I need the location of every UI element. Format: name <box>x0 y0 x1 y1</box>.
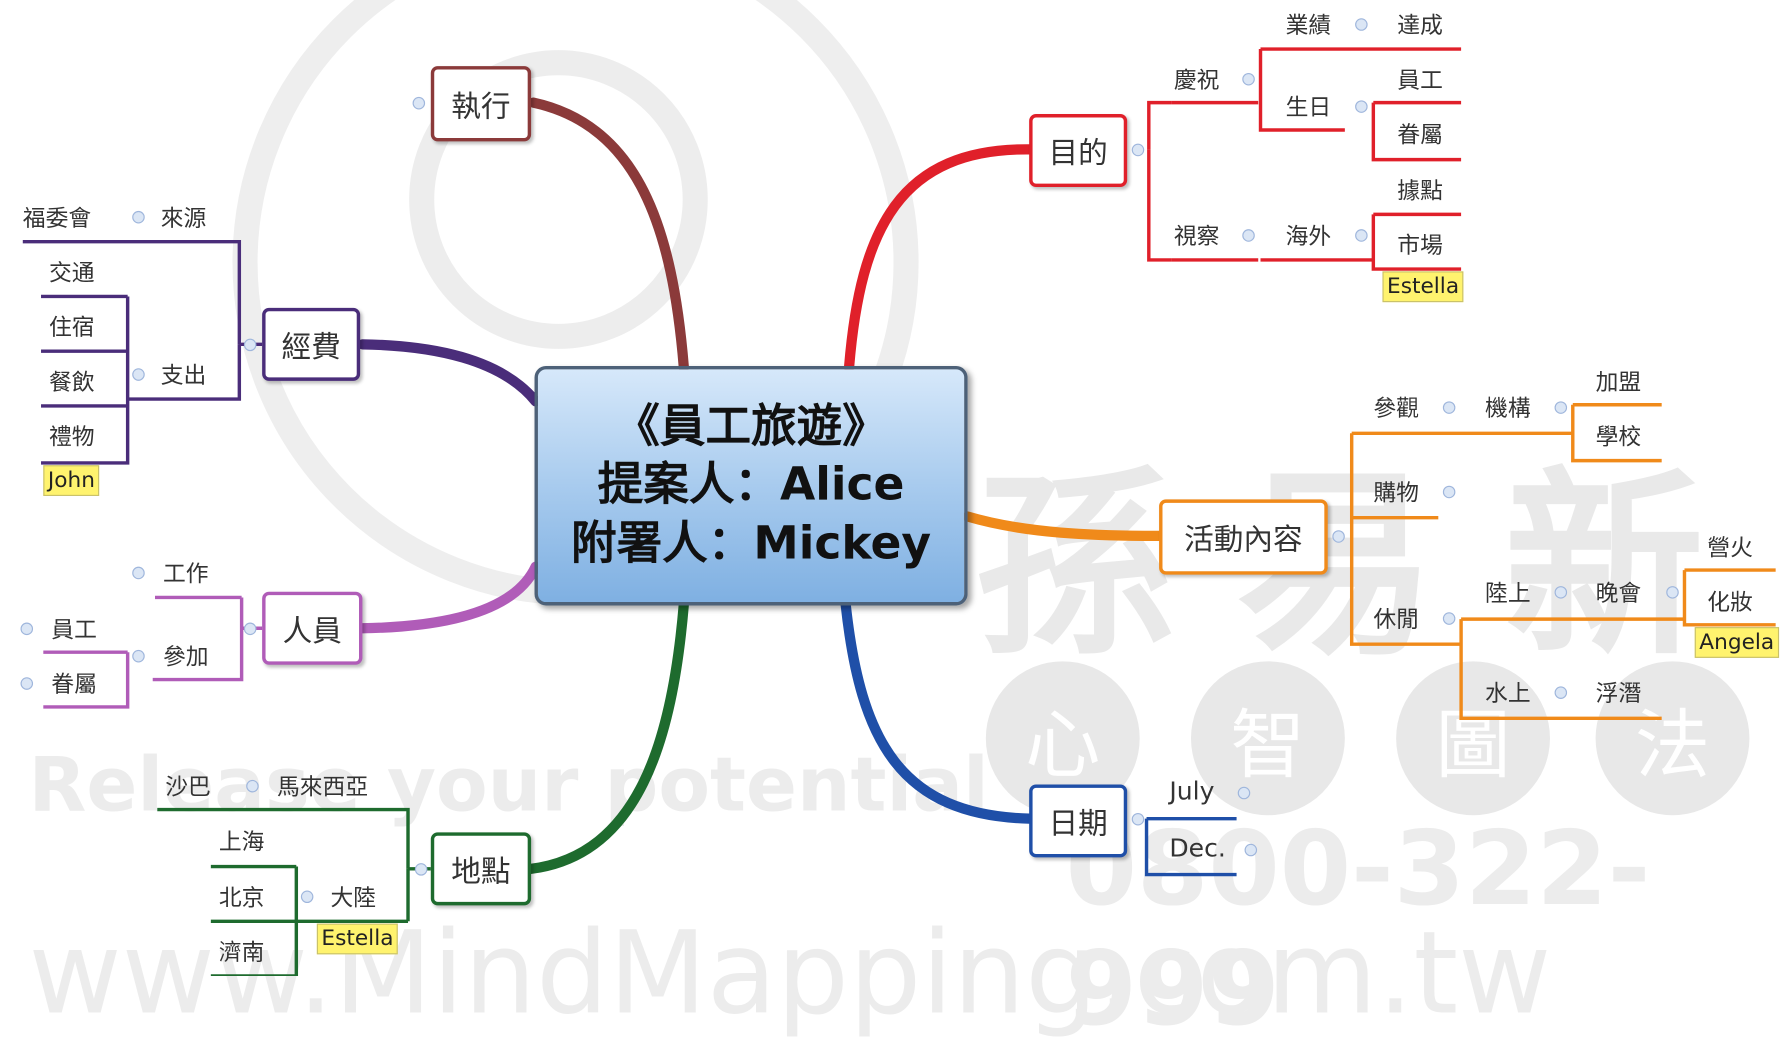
expand-indicator-people-family[interactable] <box>20 677 34 690</box>
expand-indicator-people-employee[interactable] <box>20 622 34 636</box>
branch-curve-purpose <box>843 144 1035 373</box>
purpose-birthday-family[interactable]: 眷屬 <box>1397 120 1443 149</box>
topic-budget[interactable]: 經費 <box>262 307 361 381</box>
collapse-indicator-people[interactable] <box>243 622 257 636</box>
budget-gift[interactable]: 禮物 <box>49 423 95 451</box>
purpose-inspect[interactable]: 視察 <box>1173 222 1220 250</box>
branch-curve-date <box>840 599 1035 824</box>
date-july[interactable]: July <box>1169 777 1215 807</box>
expand-indicator-execute[interactable] <box>412 96 426 110</box>
watermark-brand-1: 孫 <box>974 451 1174 683</box>
purpose-birthday[interactable]: 生日 <box>1285 93 1332 121</box>
activity-institution[interactable]: 機構 <box>1485 394 1531 422</box>
activity-land[interactable]: 陸上 <box>1485 579 1531 607</box>
activity-diving[interactable]: 浮潛 <box>1595 679 1642 707</box>
collapse-indicator-institution[interactable] <box>1554 401 1568 414</box>
collapse-indicator-date[interactable] <box>1131 812 1145 826</box>
central-proposer: 提案人：Alice <box>597 458 905 512</box>
collapse-indicator-party[interactable] <box>1666 586 1679 599</box>
collapse-indicator-performance[interactable] <box>1355 18 1368 31</box>
collapse-indicator-celebrate[interactable] <box>1242 72 1255 86</box>
collapse-indicator-budget[interactable] <box>243 338 257 352</box>
watermark-slogan: Release your potential <box>28 741 989 829</box>
people-family[interactable]: 眷屬 <box>51 670 97 698</box>
topic-purpose[interactable]: 目的 <box>1029 114 1128 187</box>
activity-assignee-tag: Angela <box>1694 627 1779 658</box>
place-mainland[interactable]: 大陸 <box>330 883 377 912</box>
people-work[interactable]: 工作 <box>162 559 209 588</box>
branch-curve-budget <box>357 339 541 407</box>
purpose-base[interactable]: 據點 <box>1397 176 1443 205</box>
purpose-achieve[interactable]: 達成 <box>1397 11 1443 39</box>
purpose-celebrate[interactable]: 慶祝 <box>1173 66 1220 94</box>
collapse-indicator-join[interactable] <box>132 649 145 663</box>
topic-place[interactable]: 地點 <box>430 832 532 906</box>
activity-party[interactable]: 晚會 <box>1595 579 1642 607</box>
branch-curve-activity <box>962 511 1165 542</box>
collapse-indicator-expense[interactable] <box>132 368 145 381</box>
collapse-indicator-mainland[interactable] <box>300 890 314 904</box>
collapse-indicator-overseas[interactable] <box>1355 229 1368 242</box>
purpose-assignee-tag: Estella <box>1382 271 1464 302</box>
collapse-indicator-source[interactable] <box>132 210 145 224</box>
activity-makeup[interactable]: 化妝 <box>1707 588 1753 616</box>
watermark-circle-3: 圖 <box>1396 661 1550 816</box>
expand-indicator-shopping[interactable] <box>1442 485 1456 499</box>
budget-expense[interactable]: 支出 <box>160 361 207 389</box>
purpose-market[interactable]: 市場 <box>1397 231 1443 259</box>
budget-dining[interactable]: 餐飲 <box>49 368 95 396</box>
people-join[interactable]: 參加 <box>162 643 209 671</box>
place-malaysia[interactable]: 馬來西亞 <box>276 773 369 801</box>
budget-source[interactable]: 來源 <box>160 204 207 232</box>
collapse-indicator-leisure[interactable] <box>1442 612 1456 625</box>
place-assignee-tag: Estella <box>316 923 399 955</box>
people-employee[interactable]: 員工 <box>51 615 97 644</box>
watermark-circle-2: 智 <box>1190 661 1345 816</box>
branch-curve-execute <box>528 97 689 373</box>
expand-indicator-july[interactable] <box>1237 786 1251 800</box>
activity-school[interactable]: 學校 <box>1595 423 1642 451</box>
budget-transport[interactable]: 交通 <box>49 258 95 287</box>
topic-people[interactable]: 人員 <box>262 591 363 665</box>
central-title: 《員工旅遊》 <box>614 400 888 453</box>
mind-map-canvas: 孫 易 新 心 智 圖 法 Release your potential 080… <box>20 0 1779 1049</box>
collapse-indicator-activity[interactable] <box>1332 530 1345 543</box>
budget-assignee-tag: John <box>43 465 100 496</box>
topic-date[interactable]: 日期 <box>1029 784 1128 858</box>
watermark-brand-3: 新 <box>1504 451 1704 683</box>
collapse-indicator-purpose[interactable] <box>1131 143 1145 157</box>
expand-indicator-work[interactable] <box>132 566 145 580</box>
place-jinan[interactable]: 濟南 <box>218 938 265 966</box>
place-sabah[interactable]: 沙巴 <box>165 773 211 801</box>
collapse-indicator-inspect[interactable] <box>1242 229 1255 242</box>
central-topic[interactable]: 《員工旅遊》 提案人：Alice 附署人：Mickey <box>534 366 968 606</box>
activity-bonfire[interactable]: 營火 <box>1707 533 1753 561</box>
collapse-indicator-birthday[interactable] <box>1355 100 1368 113</box>
budget-welfare[interactable]: 福委會 <box>22 204 92 232</box>
activity-visit[interactable]: 參觀 <box>1373 394 1419 422</box>
central-cosigner: 附署人：Mickey <box>571 517 932 570</box>
activity-leisure[interactable]: 休閒 <box>1373 605 1419 633</box>
activity-shopping[interactable]: 購物 <box>1373 478 1419 507</box>
collapse-indicator-water[interactable] <box>1554 686 1568 699</box>
collapse-indicator-visit[interactable] <box>1442 401 1456 414</box>
date-dec[interactable]: Dec. <box>1169 834 1226 864</box>
collapse-indicator-land[interactable] <box>1554 586 1568 599</box>
topic-activity[interactable]: 活動內容 <box>1159 499 1328 575</box>
branch-curve-people <box>357 561 541 634</box>
place-beijing[interactable]: 北京 <box>218 883 265 912</box>
collapse-indicator-sabah[interactable] <box>246 779 259 793</box>
place-shanghai[interactable]: 上海 <box>218 827 265 856</box>
expand-indicator-dec[interactable] <box>1244 843 1258 857</box>
collapse-indicator-place[interactable] <box>414 863 428 876</box>
watermark-circle-4: 法 <box>1595 661 1750 816</box>
topic-execute[interactable]: 執行 <box>430 66 532 142</box>
budget-lodging[interactable]: 住宿 <box>49 313 95 341</box>
activity-franchise[interactable]: 加盟 <box>1595 368 1642 396</box>
activity-water[interactable]: 水上 <box>1485 679 1531 707</box>
purpose-performance[interactable]: 業績 <box>1285 11 1332 39</box>
branch-curve-place <box>525 599 689 874</box>
purpose-birthday-employee[interactable]: 員工 <box>1397 66 1443 94</box>
purpose-overseas[interactable]: 海外 <box>1285 222 1332 250</box>
